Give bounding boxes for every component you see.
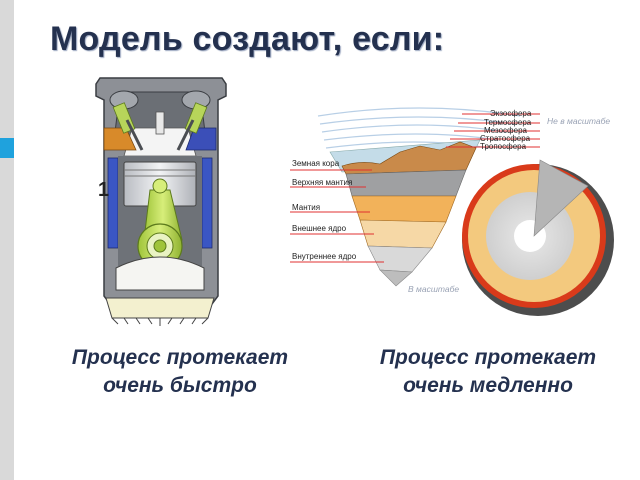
label-upper-mantle: Верхняя мантия [292, 178, 352, 187]
slide-title: Модель создают, если: [50, 20, 445, 58]
label-mesosphere: Мезосфера [484, 126, 528, 135]
label-inner-core: Внутреннее ядро [292, 252, 357, 261]
label-troposphere: Тропосфера [480, 142, 527, 151]
caption-left-line2: очень быстро [103, 374, 257, 397]
crust-mountains [341, 141, 477, 175]
caption-right-line1: Процесс протекает [379, 346, 597, 369]
label-thermosphere: Термосфера [484, 118, 532, 127]
caption-fast-process: Процесс протекает очень быстро [40, 344, 320, 400]
earth-leader-lines [290, 169, 384, 263]
caption-right-line2: очень медленно [403, 374, 573, 397]
earth-sphere-to-scale: В масштабе [408, 159, 614, 316]
caption-left-line1: Процесс протекает [71, 346, 289, 369]
atmosphere-leader-lines [446, 113, 540, 148]
label-mantle: Мантия [292, 203, 320, 212]
to-scale-note: В масштабе [408, 284, 459, 294]
sphere-cut-wedge [533, 159, 589, 237]
label-exosphere: Экзосфера [490, 109, 532, 118]
engine-number-label: 1 [98, 179, 109, 201]
label-stratosphere: Стратосфера [480, 134, 531, 143]
slide-side-bar [0, 0, 14, 480]
earth-wedge-diagram: Экзосфера Термосфера Мезосфера Стратосфе… [290, 107, 610, 287]
side-bar-accent [0, 138, 14, 158]
engine-cutaway: 1 [95, 77, 227, 326]
label-outer-core: Внешнее ядро [292, 224, 347, 233]
caption-slow-process: Процесс протекает очень медленно [348, 344, 628, 400]
label-crust: Земная кора [292, 159, 340, 168]
valve-left [112, 102, 144, 151]
valve-right [176, 102, 208, 151]
not-to-scale-note: Не в масштабе [547, 116, 610, 126]
